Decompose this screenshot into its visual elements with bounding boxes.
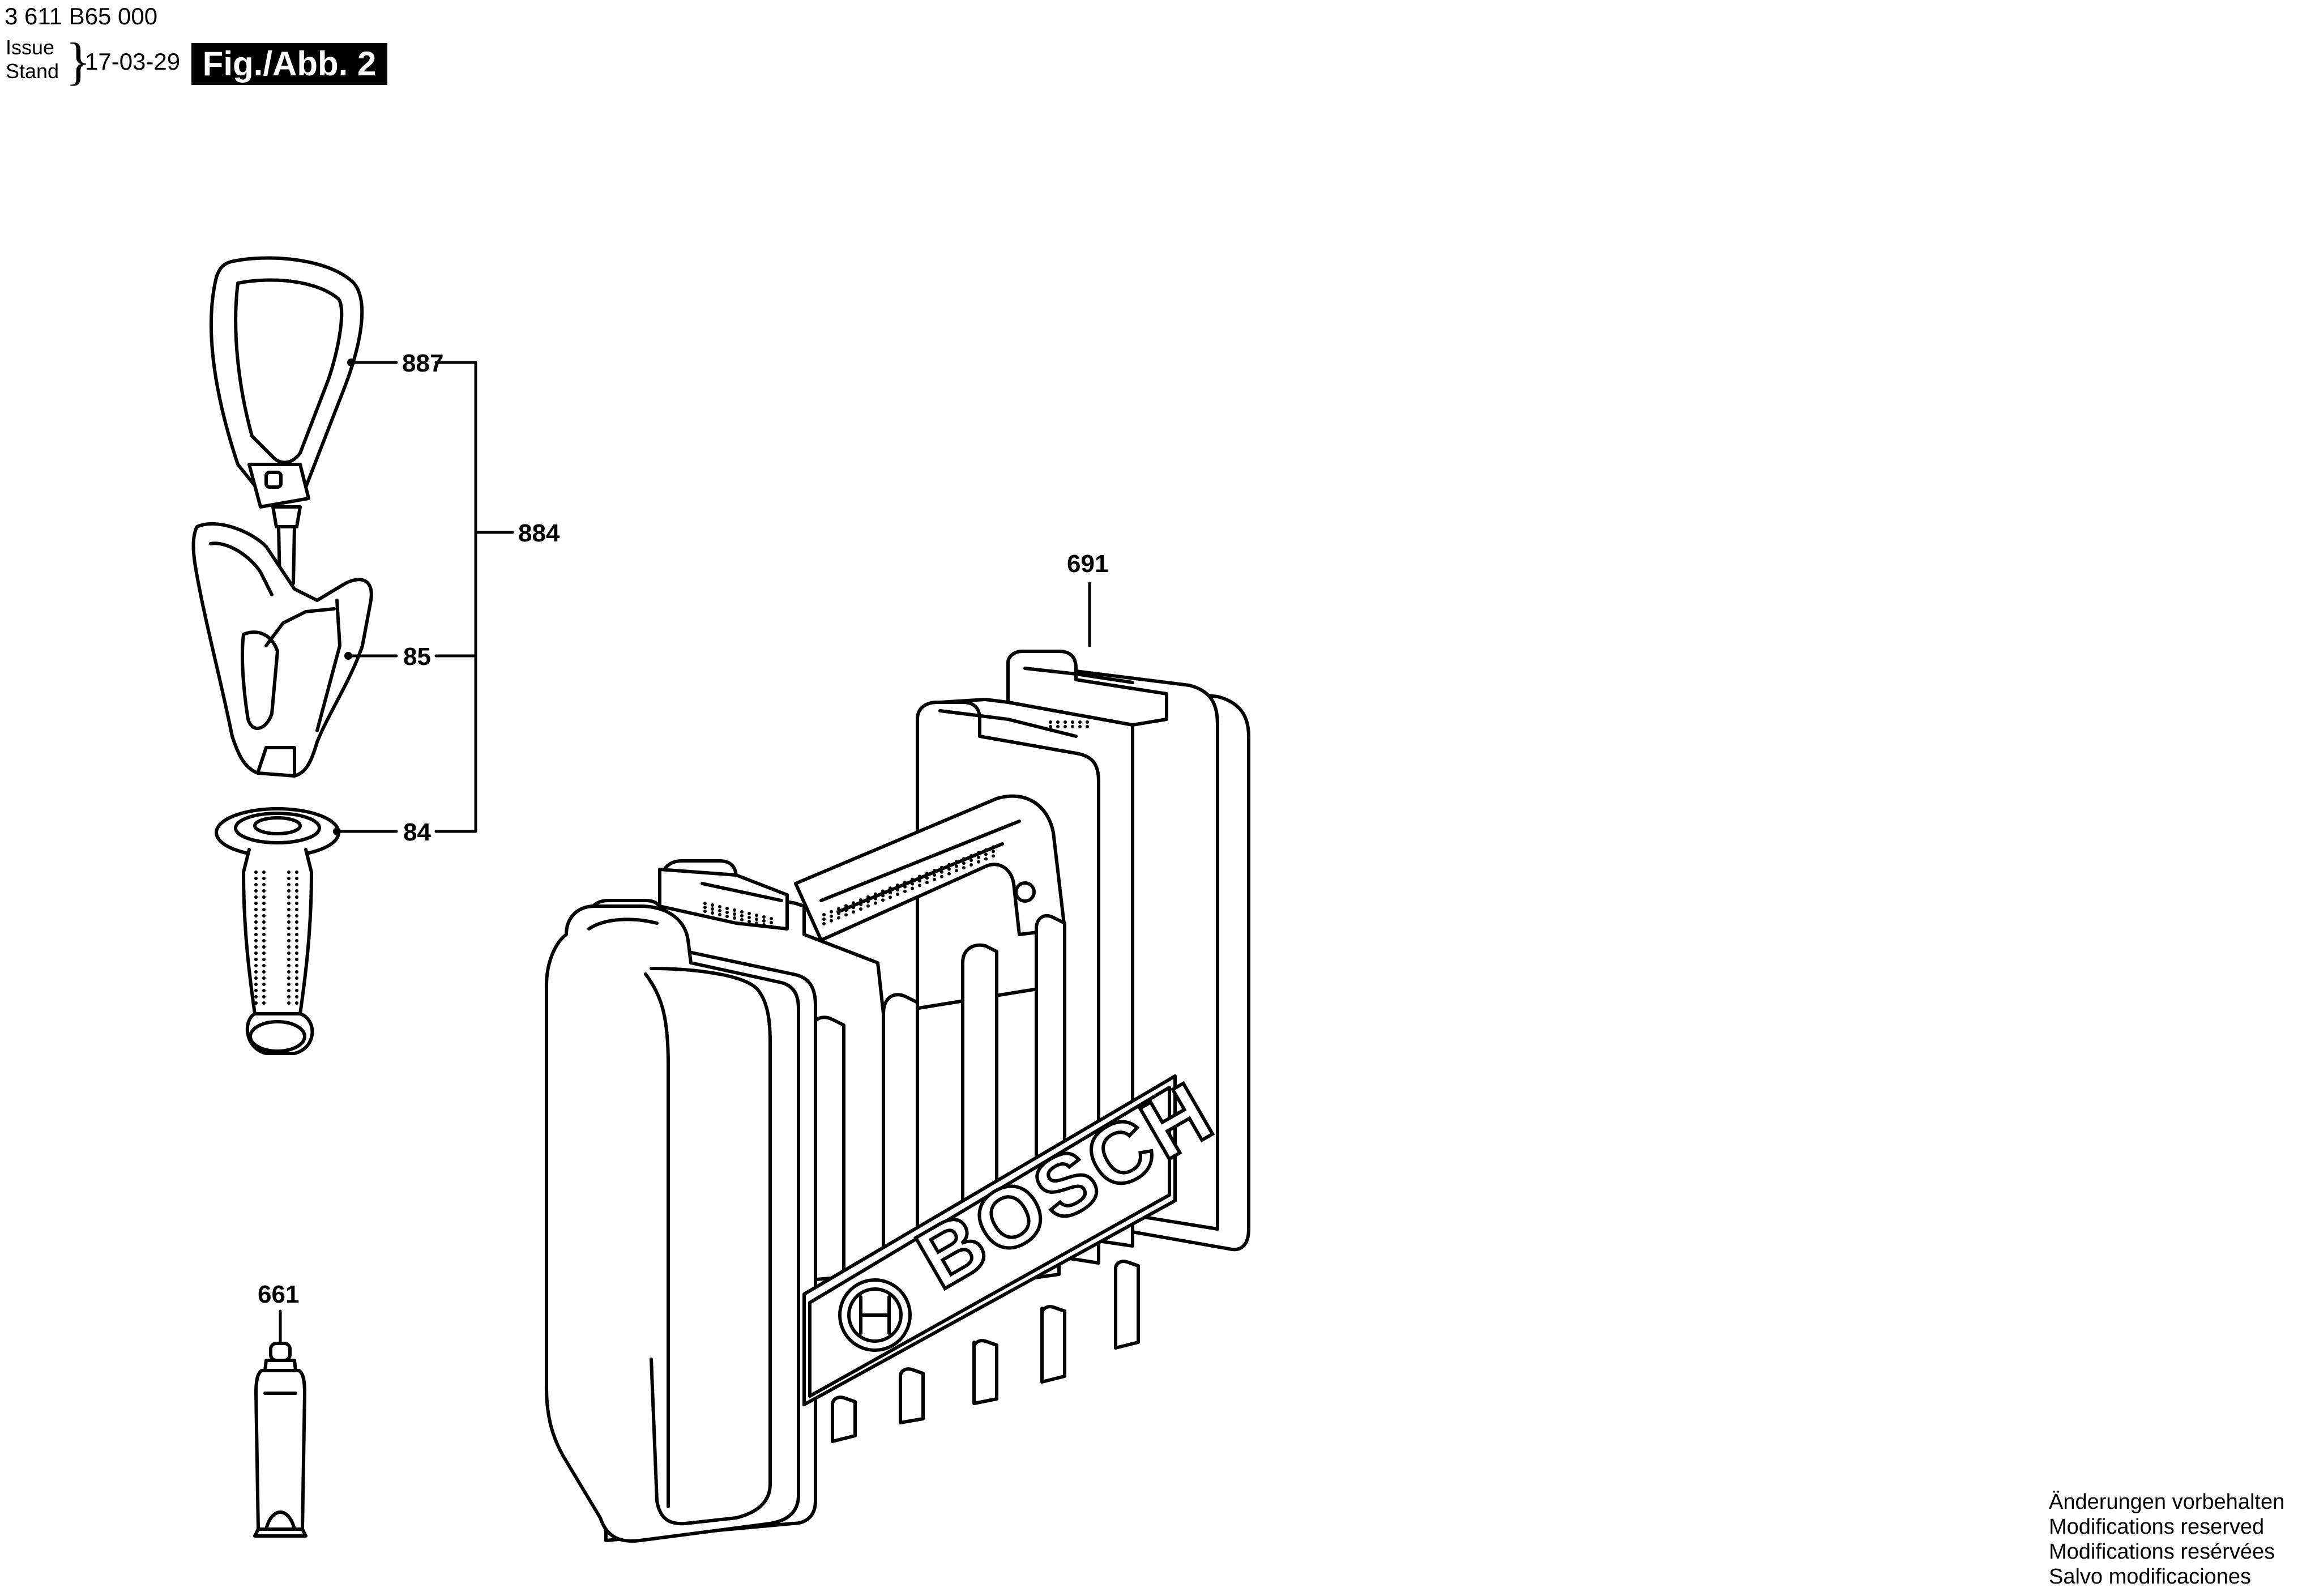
callout-887: 887 [402,349,443,377]
bosch-logo-emblem [838,1278,912,1352]
case-texture-dots [703,720,1089,928]
grip-dots [254,870,298,1005]
callout-661: 661 [258,1281,299,1308]
document-number: 3 611 B65 000 [5,3,158,29]
aux-handle-84-part [215,807,340,1055]
grease-tube-661-part [253,1342,307,1538]
notice-line-fr: Modifications resérvées [2049,1540,2275,1564]
notice-line-en: Modifications reserved [2049,1515,2265,1539]
issue-label: Issue [6,36,55,59]
issue-date: 17-03-29 [85,48,181,75]
strap-887-part [209,256,364,585]
notice-line-de: Änderungen vorbehalten [2049,1490,2285,1514]
stand-label: Stand [6,59,59,83]
modification-notice: Änderungen vorbehalten Modifications res… [2049,1490,2284,1589]
shroud-85-part [191,522,373,778]
brace-glyph: } [66,32,91,90]
callout-691: 691 [1067,550,1108,578]
callout-85: 85 [403,643,431,671]
callout-884: 884 [518,519,560,547]
notice-line-es: Salvo modificaciones [2049,1565,2251,1589]
figure-badge: Fig./Abb. 2 [191,43,387,85]
carrying-case-691-part [545,650,1250,1543]
leader-lines [279,361,1091,1345]
callout-84: 84 [403,818,431,846]
